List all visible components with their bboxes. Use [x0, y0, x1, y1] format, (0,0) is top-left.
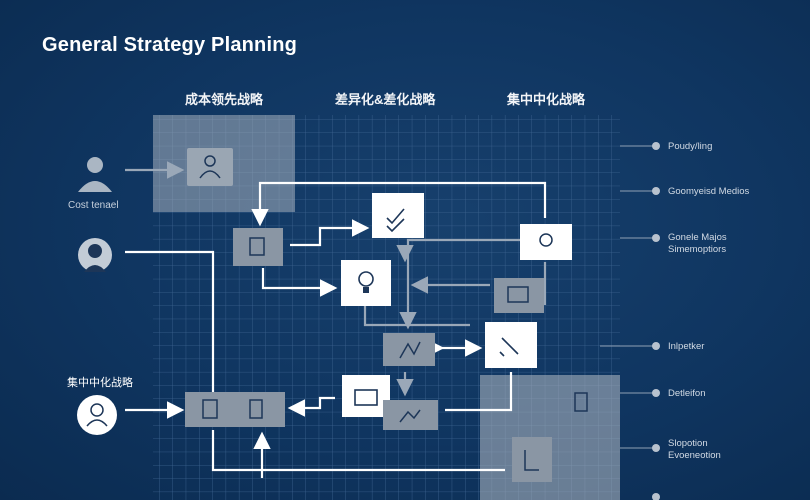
node-briefcase[interactable]: [342, 375, 390, 417]
actor-label-cost: Cost tenael: [68, 200, 119, 211]
node-document-gray[interactable]: [233, 228, 283, 266]
legend-item: Detleifon: [668, 388, 706, 399]
node-analytics-gray[interactable]: [383, 400, 438, 430]
node-note-bottom-right: [574, 392, 588, 412]
legend-item: Goomyeisd Medios: [668, 186, 750, 197]
page-title: General Strategy Planning: [42, 34, 298, 56]
node-lightbulb[interactable]: [341, 260, 391, 306]
node-chart-gray[interactable]: [383, 333, 435, 366]
user-circle-icon: [77, 395, 117, 435]
node-report-gray[interactable]: [512, 437, 552, 482]
legend-connectors: [600, 145, 655, 449]
node-dashboard-gray[interactable]: [494, 278, 544, 313]
legend-item: Gonele Majos Simemoptiors: [668, 232, 727, 255]
column-header-cost-leadership: 成本领先战略: [185, 92, 264, 107]
node-documents-gray[interactable]: [185, 392, 285, 427]
flow-arrows: [125, 161, 547, 478]
legend-item: Slopotion Evoeneotion: [668, 438, 721, 461]
legend-item: Inlpetker: [668, 341, 705, 352]
node-edit[interactable]: [485, 322, 537, 368]
node-idea-top-right[interactable]: [520, 224, 572, 260]
node-checklist[interactable]: [372, 193, 424, 238]
person-icon: [78, 157, 112, 192]
legend-item: Poudy/ling: [668, 141, 713, 152]
node-person[interactable]: [187, 148, 233, 186]
actor-label-focus: 集中中化战略: [67, 377, 133, 389]
avatar-icon: [78, 238, 112, 272]
column-header-focus: 集中中化战略: [507, 92, 586, 107]
legend-dots: [652, 142, 660, 500]
column-header-differentiation: 差异化&差化战略: [335, 92, 436, 107]
